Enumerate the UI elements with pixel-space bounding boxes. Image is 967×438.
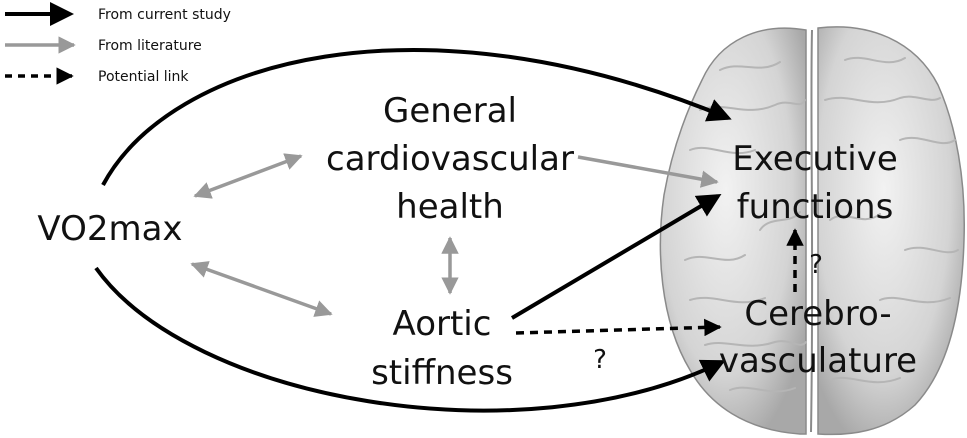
legend: From current study From literature Poten…	[5, 7, 231, 85]
question-mark-cerebro-executive: ?	[809, 250, 823, 280]
node-general-line3: health	[396, 187, 504, 227]
node-executive-line1: Executive	[732, 139, 898, 179]
legend-literature-label: From literature	[98, 38, 202, 54]
arrow-vo2max-aortic	[192, 264, 331, 314]
node-vo2max: VO2max	[37, 209, 182, 249]
node-aortic-line2: stiffness	[371, 353, 513, 393]
legend-current-label: From current study	[98, 7, 231, 23]
legend-potential-label: Potential link	[98, 69, 189, 85]
question-mark-aortic-cerebro: ?	[593, 345, 607, 375]
node-aortic-line1: Aortic	[393, 304, 492, 344]
node-general-line1: General	[383, 91, 517, 131]
arrow-vo2max-general	[195, 156, 301, 196]
node-cerebro-line2: vasculature	[719, 341, 917, 381]
node-general-line2: cardiovascular	[326, 139, 574, 179]
node-executive-line2: functions	[737, 187, 894, 227]
node-cerebro-line1: Cerebro-	[744, 294, 891, 334]
